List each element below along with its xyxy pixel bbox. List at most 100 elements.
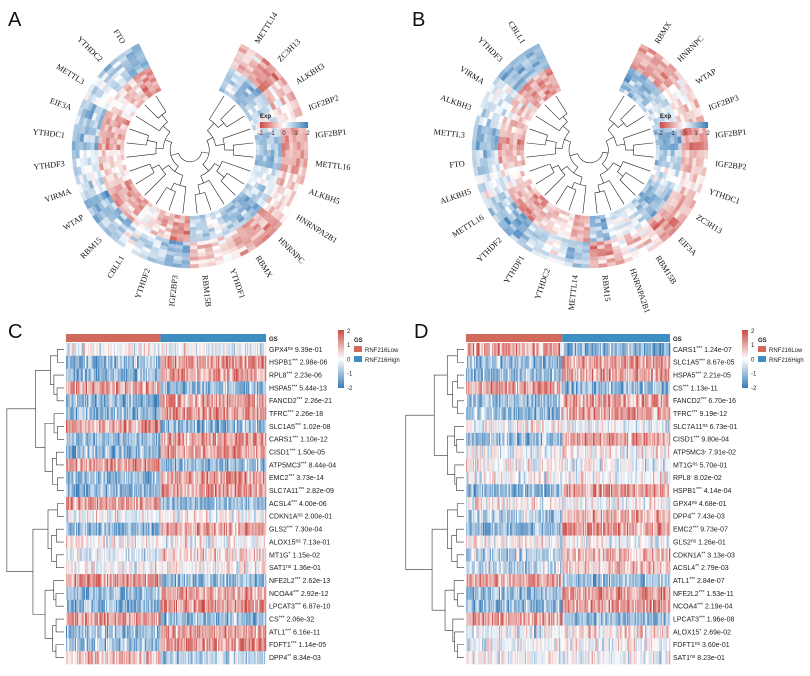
heat-cell [105,65,115,75]
gene-label: METTL3 [433,127,465,139]
heat-cell [228,213,236,221]
heat-cell [238,102,245,110]
gene-sector-igf2bp3 [163,214,190,269]
dendrogram-branch [626,115,645,128]
heat-cell [269,182,276,191]
gene-label: HNRNPC [676,34,706,64]
gene-sector-hnrnpc [230,191,283,243]
heat-cell [163,261,173,267]
heat-cell [265,173,271,182]
dendrogram-branch [619,179,636,196]
heat-cell [670,83,679,93]
heat-cell [583,223,590,228]
dendrogram-branch [617,171,624,177]
heat-cell [231,95,238,102]
heat-cell [237,206,246,214]
heat-cell [657,74,667,83]
heat-cell [197,251,206,257]
heat-cell [252,79,261,88]
heat-cell [272,130,278,138]
heat-cell [237,216,246,224]
gene-label: IGF2BP1 [715,127,747,139]
heat-cell [229,229,238,237]
heat-cell [119,212,128,221]
annotation-title: GS [269,337,278,343]
heat-cell [181,249,190,254]
heat-cell [173,217,180,223]
gene-label: WTAP [694,67,718,87]
dendrogram-branch [200,175,204,184]
dendrogram-branch [226,173,245,185]
heat-cell [659,92,667,101]
heat-cell [246,198,254,206]
heat-cell [157,212,165,219]
heat-cell [272,91,280,101]
legend-title: Exp [660,114,671,120]
heat-cell [244,205,253,213]
heat-cell [279,214,288,225]
heat-cell [124,217,133,226]
heat-cell [97,184,104,194]
heat-cell [237,245,248,254]
heat-cell [696,150,701,159]
heat-cell [110,90,119,99]
heat-cell [635,80,644,87]
heat-cell [289,190,297,201]
heat-cell [176,233,184,239]
heat-cell [195,226,203,231]
heat-cell [93,194,101,204]
heat-cell [127,214,135,223]
heat-cell [117,176,124,184]
heat-cell [127,224,137,233]
heat-cell [104,109,111,118]
heat-cell [250,180,257,188]
heat-cell [154,86,162,93]
heat-cell [131,60,141,68]
heat-cell [126,184,133,192]
dendrogram-branch [603,190,612,211]
heat-cell [260,71,269,81]
heat-row-cars1 [66,432,267,447]
heat-cell [633,83,641,90]
heat-cell [79,98,88,109]
dendrogram-branch [222,160,251,172]
heat-cell [582,238,590,243]
heat-cell [127,238,137,246]
heat-cell [122,219,131,228]
heat-cell [679,76,688,86]
heat-row-hspa5 [66,381,267,395]
heat-cell [271,199,280,209]
heat-cell [97,142,102,151]
heat-cell [685,142,690,151]
heat-cell [149,216,157,224]
heat-cell [689,100,697,111]
dendrogram-branch [174,166,179,172]
heat-cell [137,70,146,78]
heat-cell [276,185,283,194]
dendrogram-branch [605,136,614,142]
heat-cell [137,79,145,87]
heat-cell [104,85,113,95]
heat-cell [685,92,694,103]
heat-cell [170,228,178,234]
heat-cell [121,129,127,136]
heat-cell [246,244,257,253]
heat-cell [247,85,256,93]
heat-cell [219,242,228,249]
heat-cell [140,73,148,81]
heat-cell [243,195,251,203]
heat-cell [236,242,246,250]
heat-cell [625,73,633,81]
gene-label: YTHDC2 [533,267,552,300]
dendrogram-branch [165,139,172,143]
heat-cell [285,142,290,151]
heat-cell [105,155,111,163]
heat-cell [118,236,128,245]
heat-cell [621,80,629,87]
heat-cell [475,141,480,151]
heat-cell [269,93,277,103]
heat-cell [140,249,150,257]
heat-cell [221,213,229,220]
heat-cell [122,71,131,80]
heat-cell [111,179,118,187]
